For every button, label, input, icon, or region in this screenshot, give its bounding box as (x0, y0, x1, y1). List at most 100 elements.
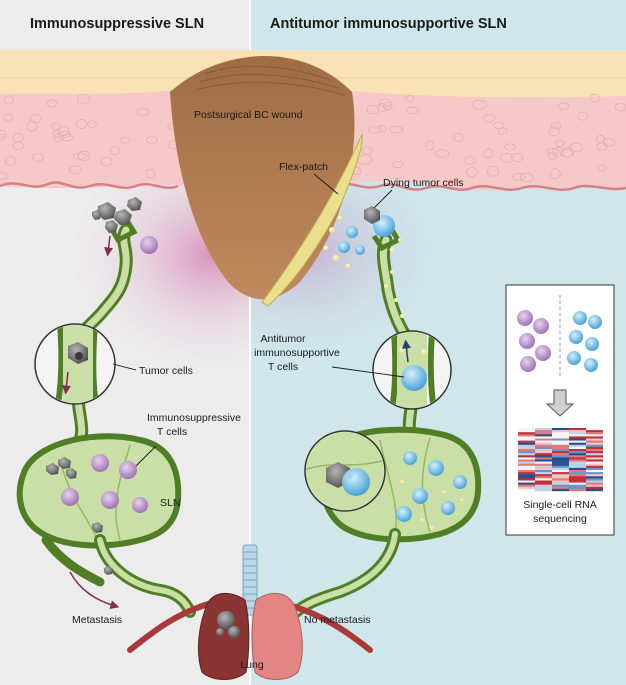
heatmap-cell (586, 478, 603, 481)
heatmap-cell (552, 480, 569, 483)
heatmap-cell (569, 474, 586, 477)
heatmap-cell (535, 463, 552, 466)
skin-cell (549, 168, 561, 180)
skin-cell (569, 142, 583, 153)
heatmap-cell (552, 474, 569, 477)
right-sln-septa (379, 437, 431, 536)
skin-cell (391, 160, 404, 168)
right-sln-cells (396, 451, 467, 530)
skin-cell (51, 122, 61, 130)
heatmap-cell (569, 467, 586, 471)
heatmap-cell (569, 440, 586, 443)
flex-patch-label: Flex-patch (279, 161, 328, 173)
heatmap-cell (535, 428, 552, 431)
heatmap-cell (586, 434, 603, 437)
heatmap-cell (518, 434, 535, 437)
heatmap-cell (535, 486, 552, 490)
migrating-tumor-cells (92, 197, 142, 233)
heatmap-cell (586, 461, 603, 464)
heatmap-cell (569, 470, 586, 473)
skin-cell (425, 140, 435, 151)
skin-cell (46, 99, 57, 108)
heatmap-cell (569, 478, 586, 481)
skin-cell (145, 136, 158, 144)
heatmap-cell (518, 457, 535, 460)
heatmap-cell (569, 434, 586, 437)
rnaseq-label-line1: Single-cell RNA (523, 499, 597, 511)
heatmap-cell (586, 440, 603, 443)
skin-cell (377, 125, 387, 133)
skin-cell (68, 165, 82, 175)
heatmap-cell (535, 455, 552, 458)
trachea (242, 544, 258, 616)
heatmap-cell (518, 480, 535, 483)
heatmap-cell (518, 451, 535, 454)
heatmap-cell (586, 467, 603, 471)
skin-cell (4, 156, 17, 166)
heatmap-cell (518, 455, 535, 458)
heatmap-cell (535, 488, 552, 492)
skin-cell (464, 156, 476, 165)
skin-cell (379, 98, 392, 108)
heatmap-cell (518, 428, 535, 431)
left-sln-cells (46, 454, 148, 575)
heatmap-cell (518, 444, 535, 448)
heatmap-cell (518, 432, 535, 435)
heatmap-cell (518, 430, 535, 433)
heatmap-cell (518, 446, 535, 450)
skin-cell (486, 165, 499, 177)
leader-antitumor (331, 366, 405, 378)
heatmap-cell (535, 459, 552, 462)
heatmap-cell (518, 482, 535, 485)
heatmap-cell (569, 461, 586, 464)
heatmap-cell (518, 459, 535, 462)
skin-cell (434, 149, 450, 158)
immunosuppressive-label-line2: T cells (157, 426, 187, 438)
heatmap-cell (535, 476, 552, 479)
heatmap-cell (535, 461, 552, 464)
wound-texture (204, 66, 331, 81)
skin-cell (482, 114, 496, 123)
skin-basal-right (329, 182, 626, 191)
heatmap-cell (552, 451, 569, 454)
heatmap-cell (552, 444, 569, 448)
heatmap-cell (518, 476, 535, 479)
heatmap-cell (569, 465, 586, 469)
heatmap-cell (535, 474, 552, 477)
heatmap-cell (535, 451, 552, 454)
skin-cell (497, 127, 508, 135)
no-metastasis-label: No metastasis (304, 614, 371, 626)
immunosuppressive-label-line1: Immunosuppressive (147, 412, 241, 424)
heatmap-cell (535, 444, 552, 448)
heatmap-cell (552, 457, 569, 460)
skin-cell (548, 126, 561, 137)
right-lung-healthy (251, 592, 303, 680)
heatmap-cell (535, 465, 552, 469)
heatmap-cell (552, 472, 569, 475)
heatmap-cell (552, 482, 569, 485)
heatmap-cell (586, 442, 603, 445)
skin-cell (0, 172, 9, 181)
heatmap-cell (552, 449, 569, 452)
skin-cell (0, 133, 6, 141)
heatmap-cell (552, 465, 569, 469)
heatmap-cell (586, 470, 603, 473)
skin-cell-texture (0, 93, 626, 183)
heatmap-cell (535, 453, 552, 456)
heatmap-cell (552, 438, 569, 441)
heatmap-cell (518, 463, 535, 466)
heatmap-cell (569, 430, 586, 433)
skin-cell (483, 148, 494, 159)
right-vessel-particles (384, 270, 404, 318)
heatmap-cell (586, 476, 603, 479)
skin-cell (377, 103, 388, 112)
heatmap-cell (586, 455, 603, 458)
heatmap-cell (535, 430, 552, 433)
rnaseq-panel (505, 284, 615, 536)
dying-tumor-cell-cluster (323, 206, 402, 269)
heatmap-cell (552, 436, 569, 439)
heatmap-cell (535, 472, 552, 475)
lung-metastasis-nodule (228, 626, 240, 638)
